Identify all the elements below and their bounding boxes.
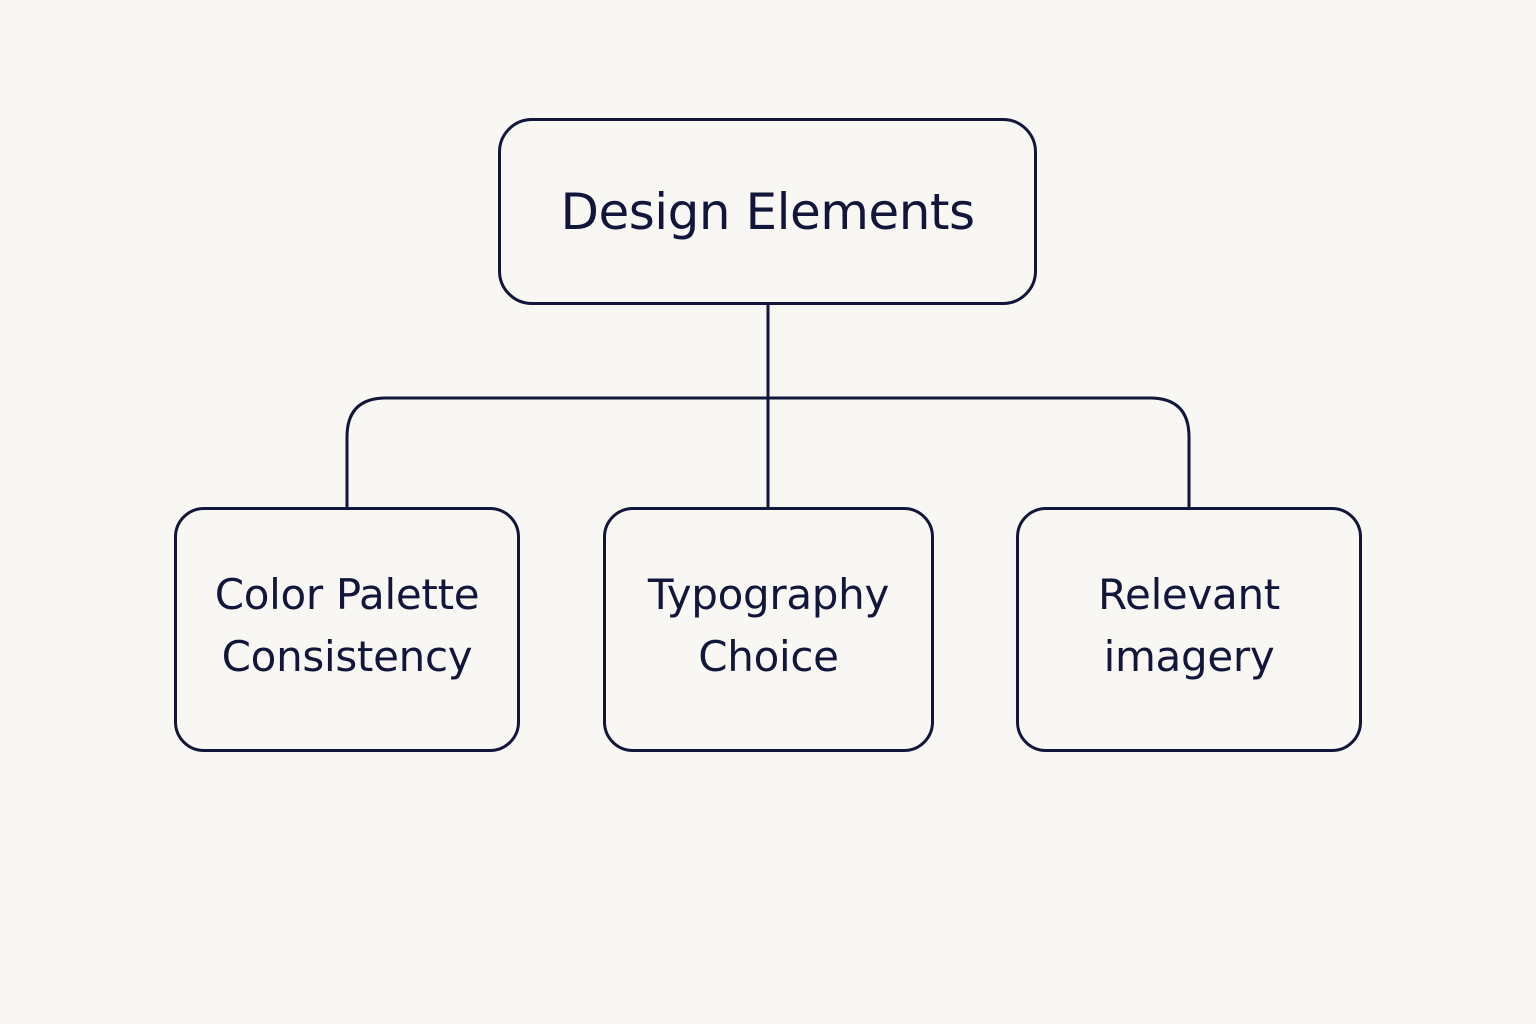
- connector-branch-right: [768, 396, 1191, 508]
- child-node-label: Relevant imagery: [1098, 569, 1280, 681]
- child-node-color-palette: Color Palette Consistency: [174, 507, 520, 752]
- child-node-typography: Typography Choice: [603, 507, 934, 752]
- root-node-label: Design Elements: [560, 182, 975, 241]
- child-node-label: Color Palette Consistency: [214, 569, 480, 681]
- connector-branch-left: [345, 396, 768, 508]
- root-node-design-elements: Design Elements: [498, 118, 1037, 305]
- child-node-imagery: Relevant imagery: [1016, 507, 1362, 752]
- child-node-label: Typography Choice: [647, 569, 890, 681]
